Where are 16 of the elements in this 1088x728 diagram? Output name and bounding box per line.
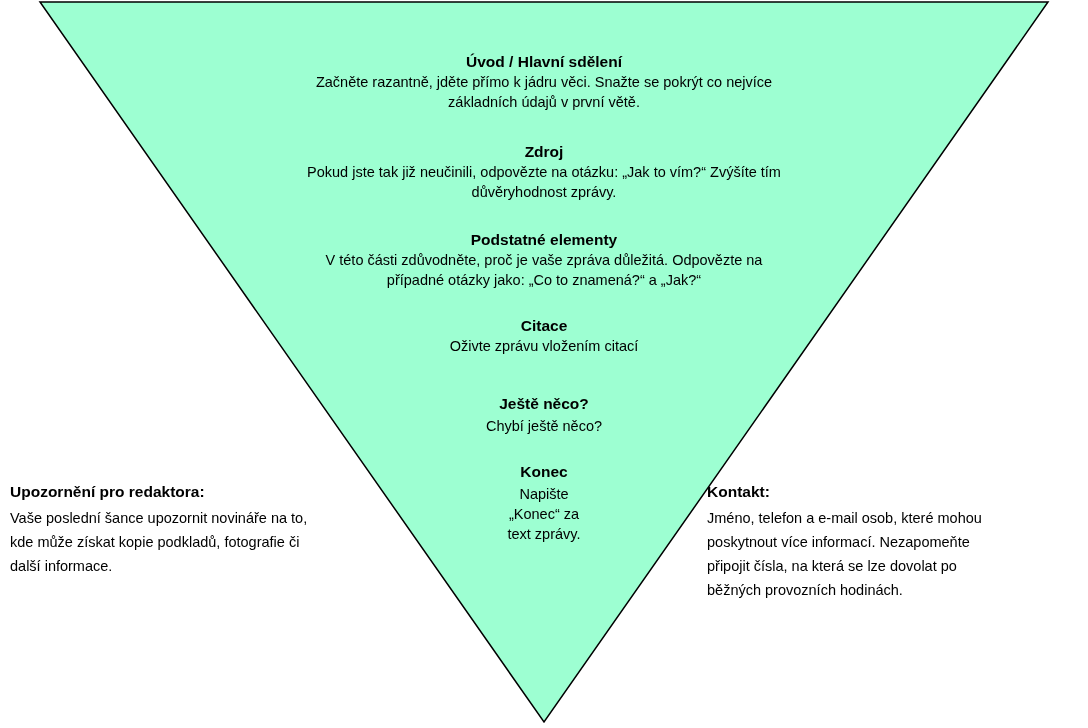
section-text: Oživte zprávu vložením citací xyxy=(448,337,640,356)
section-text: Napište „Konec“ za text zprávy. xyxy=(506,485,582,544)
note-heading: Kontakt: xyxy=(707,482,771,502)
note-text: Vaše poslední šance upozornit novináře na to, kde může získat kopie podkladů, fotografie či další informace. xyxy=(10,509,309,576)
section-heading: Úvod / Hlavní sdělení xyxy=(465,52,624,72)
section-heading: Podstatné elementy xyxy=(469,230,619,250)
note-heading: Upozornění pro redaktora: xyxy=(10,482,206,502)
section-text: Pokud jste tak již neučinili, odpovězte na otázku: „Jak to vím?“ Zvýšíte tím důvěryhodnost zprávy. xyxy=(306,163,782,202)
section-heading: Konec xyxy=(519,462,569,482)
section-heading: Ještě něco? xyxy=(498,394,590,414)
section-text: Začněte razantně, jděte přímo k jádru věci. Snažte se pokrýt co nejvíce základních údajů v první větě. xyxy=(314,73,774,112)
section-text: Chybí ještě něco? xyxy=(484,417,604,436)
section-heading: Zdroj xyxy=(523,142,565,162)
section-text: V této části zdůvodněte, proč je vaše zpráva důležitá. Odpovězte na případné otázky jako: „Co to znamená?“ a „Jak?“ xyxy=(324,251,764,290)
section-heading: Citace xyxy=(519,316,569,336)
note-text: Jméno, telefon a e-mail osob, které mohou poskytnout více informací. Nezapomeňte připojit čísla, na která se lze dovolat po běžných provozních hodinách. xyxy=(707,509,983,600)
